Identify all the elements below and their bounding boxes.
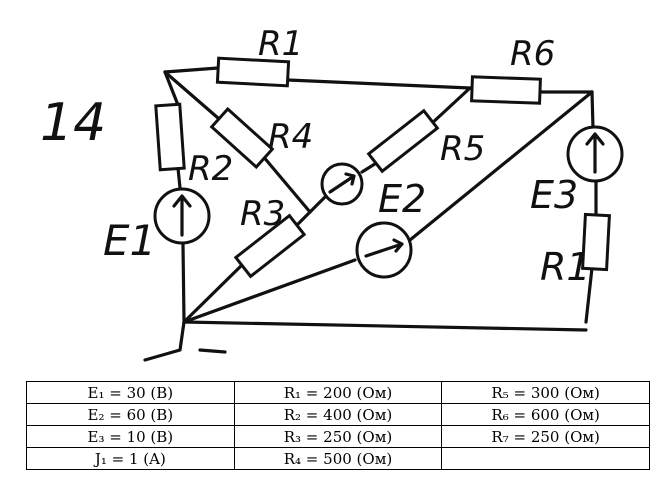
table-cell: E₁ = 30 (B) [26, 381, 235, 404]
label-r5: R5 [440, 129, 485, 169]
wire-long-diag-lower [182, 258, 357, 324]
source-e3 [566, 125, 624, 183]
circuit-diagram: 14 R1 R6 R2 R4 R5 R3 E1 E2 E3 R1 [40, 24, 624, 362]
wire-r5-upper [428, 86, 472, 127]
table-cell: E₃ = 10 (B) [26, 425, 235, 448]
wire-r4-upper [163, 70, 220, 120]
wire-top-middle [286, 78, 472, 90]
table-cell: R₁ = 200 (Ом) [233, 381, 443, 404]
label-e3: E3 [530, 173, 578, 217]
label-r3: R3 [240, 194, 285, 234]
wire-bottom [182, 320, 588, 332]
wire-top-left [163, 66, 220, 74]
table-row: E₁ = 30 (B) R₁ = 200 (Ом) R₅ = 300 (Ом) [26, 381, 650, 404]
wire-r3-lower [182, 260, 247, 324]
circuit-wires [143, 66, 598, 362]
resistor-r2 [154, 102, 186, 172]
label-r1-right: R1 [540, 245, 591, 289]
table-cell: R₃ = 250 (Ом) [233, 425, 443, 448]
table-cell: R₇ = 250 (Ом) [441, 425, 650, 448]
wire-r4-lower [260, 153, 312, 214]
wire-e2-lower [308, 195, 327, 214]
table-row: E₃ = 10 (B) R₃ = 250 (Ом) R₇ = 250 (Ом) [26, 425, 650, 448]
wire-long-diag-upper [408, 90, 594, 242]
table-cell: R₆ = 600 (Ом) [441, 403, 650, 426]
label-r2: R2 [188, 149, 233, 189]
table-row: E₂ = 60 (B) R₂ = 400 (Ом) R₆ = 600 (Ом) [26, 403, 650, 426]
wire-left-top [163, 70, 180, 107]
source-j1 [355, 221, 413, 279]
parameter-table: E₁ = 30 (B) R₁ = 200 (Ом) R₅ = 300 (Ом) … [26, 381, 650, 470]
table-cell [441, 447, 650, 470]
label-r6: R6 [510, 34, 555, 74]
label-e1: E1 [103, 216, 156, 265]
table-row: J₁ = 1 (A) R₄ = 500 (Ом) [26, 447, 650, 470]
table-cell: R₅ = 300 (Ом) [441, 381, 650, 404]
table-cell: R₂ = 400 (Ом) [233, 403, 443, 426]
resistor-r1-right [581, 212, 611, 272]
resistor-r1-top [215, 56, 291, 88]
ground-stub [143, 320, 227, 362]
table-cell: R₄ = 500 (Ом) [233, 447, 443, 470]
wire-right-low [584, 266, 594, 324]
label-e2: E2 [378, 177, 426, 221]
problem-number: 14 [40, 93, 106, 153]
resistor-r5 [366, 108, 440, 174]
resistor-r6 [470, 75, 542, 105]
source-e2 [320, 162, 364, 206]
label-r4: R4 [268, 117, 313, 157]
wire-right-top [590, 90, 595, 130]
table-cell: J₁ = 1 (A) [26, 447, 235, 470]
table-cell: E₂ = 60 (B) [26, 403, 235, 426]
wire-left-mid [176, 166, 182, 190]
resistor-r4 [209, 106, 275, 170]
wire-left-low [181, 243, 186, 322]
source-e1 [153, 187, 211, 245]
resistor-r3 [233, 213, 307, 279]
label-r1-top: R1 [258, 24, 303, 64]
